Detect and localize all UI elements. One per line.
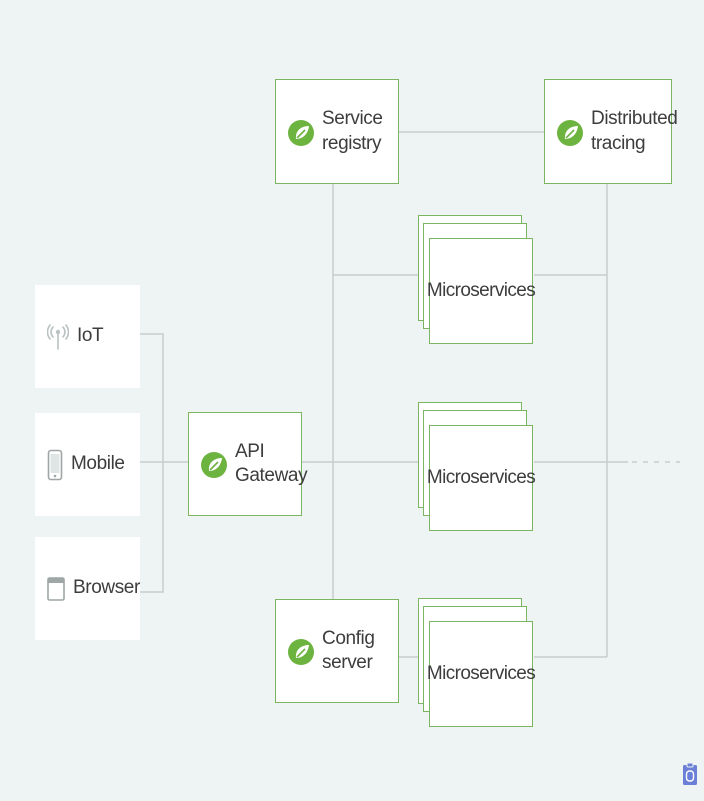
- clipboard-icon[interactable]: [682, 762, 698, 786]
- microservices-stack-1: Microservices: [418, 215, 536, 345]
- mobile-phone-icon: [47, 449, 63, 480]
- microservices-stack-2: Microservices: [418, 402, 536, 532]
- stack-card-front: Microservices: [426, 425, 536, 531]
- mobile-label: Mobile: [71, 453, 125, 475]
- spring-leaf-icon: [557, 119, 583, 146]
- browser-window-icon: [47, 576, 65, 601]
- microservices-label: Microservices: [426, 466, 536, 488]
- antenna-icon: [47, 323, 69, 350]
- iot-label: IoT: [77, 325, 104, 347]
- microservices-label: Microservices: [426, 279, 536, 301]
- mobile-client: Mobile: [35, 413, 140, 516]
- stack-card-front: Microservices: [426, 238, 536, 344]
- browser-client: Browser: [35, 537, 140, 640]
- spring-leaf-icon: [201, 452, 227, 478]
- stack-card-front: Microservices: [426, 621, 536, 727]
- microservices-stack-3: Microservices: [418, 598, 536, 728]
- browser-label: Browser: [73, 577, 140, 599]
- microservices-label: Microservices: [426, 662, 536, 684]
- iot-connector: [140, 333, 164, 593]
- iot-client: IoT: [35, 285, 140, 388]
- spring-leaf-icon: [288, 639, 314, 665]
- spring-leaf-icon: [288, 119, 314, 146]
